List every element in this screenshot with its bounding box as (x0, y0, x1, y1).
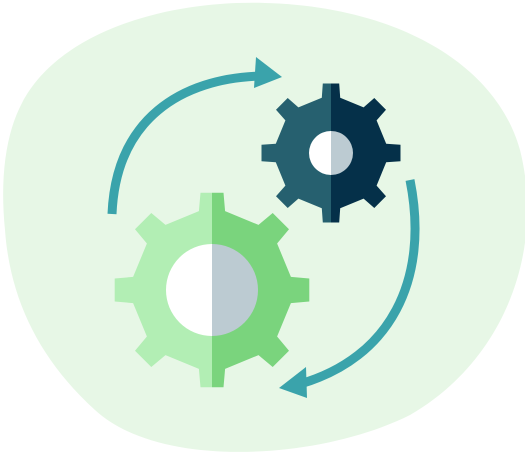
small-gear-light-half (261, 83, 331, 223)
arrow-bottom-curve (298, 179, 420, 389)
small-gear-icon (261, 83, 401, 223)
arrow-top-head (254, 57, 282, 88)
arrow-bottom-head (279, 367, 307, 398)
curved-arrow-right-icon (107, 57, 282, 215)
small-gear-dark-half (331, 83, 401, 223)
large-gear-hole-left (166, 244, 212, 336)
large-gear-icon (114, 192, 310, 388)
curved-arrow-left-icon (279, 179, 420, 398)
small-gear-hole-left (309, 131, 331, 175)
arrow-top-curve (107, 71, 263, 215)
small-gear-hole-right (331, 131, 353, 175)
large-gear-dark-half (212, 192, 310, 388)
large-gear-hole-right (212, 244, 258, 336)
large-gear-light-half (114, 192, 212, 388)
